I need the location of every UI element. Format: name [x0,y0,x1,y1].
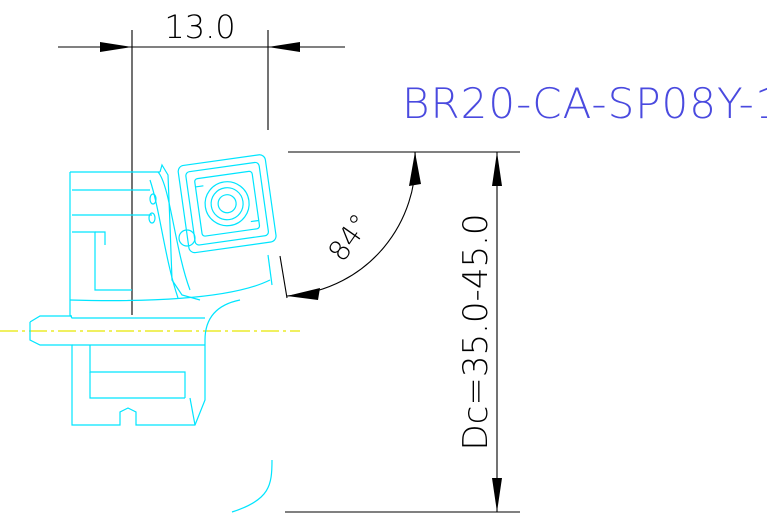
screw-hole-lower [148,212,156,224]
arrowhead-right [268,42,300,52]
insert-inner [185,161,269,246]
holder-step [72,231,132,291]
arc-arrowhead-top [409,152,421,186]
diameter-dimension: Dc=35.0-45.0 [285,151,520,513]
angle-extension-bottom [279,255,288,299]
shank-fillet [204,299,241,341]
width-dimension: 13.0 [58,8,345,315]
shank-nose [29,315,72,323]
part-number-title: BR20-CA-SP08Y-13 [402,79,767,128]
width-label: 13.0 [164,8,235,46]
shank-taper [189,397,196,426]
arrowhead-left [100,42,132,52]
holder-pocket-curve [159,163,201,301]
shank-inner-step [89,345,186,398]
shank-inner-box [89,372,185,399]
diameter-label: Dc=35.0-45.0 [456,213,496,450]
arrowhead-bottom [492,478,502,512]
holder-notch [95,231,106,245]
insert-hole-outer [204,181,250,227]
insert-corner-mark-2 [250,219,259,223]
shank-outline [29,322,206,426]
insert [177,154,277,254]
insert-outer [177,154,277,254]
angle-dimension: 84° [279,151,421,300]
bore-wall-upper [267,254,273,286]
angle-label: 84° [321,208,377,268]
arrowhead-top [492,152,502,186]
bore-wall-lower [231,459,273,513]
holder-inner-line [157,171,191,291]
arc-arrowhead-bottom [287,288,320,300]
holder-inner-line-2 [149,179,179,299]
holder-lower-sweep [69,279,271,302]
insert-corner-mark [195,185,204,188]
insert-hole-inner [210,187,244,221]
tool-body [29,163,273,513]
insert-screw-head [217,194,237,214]
insert-chipbreaker [194,170,261,237]
screw-hole-upper [149,193,157,205]
